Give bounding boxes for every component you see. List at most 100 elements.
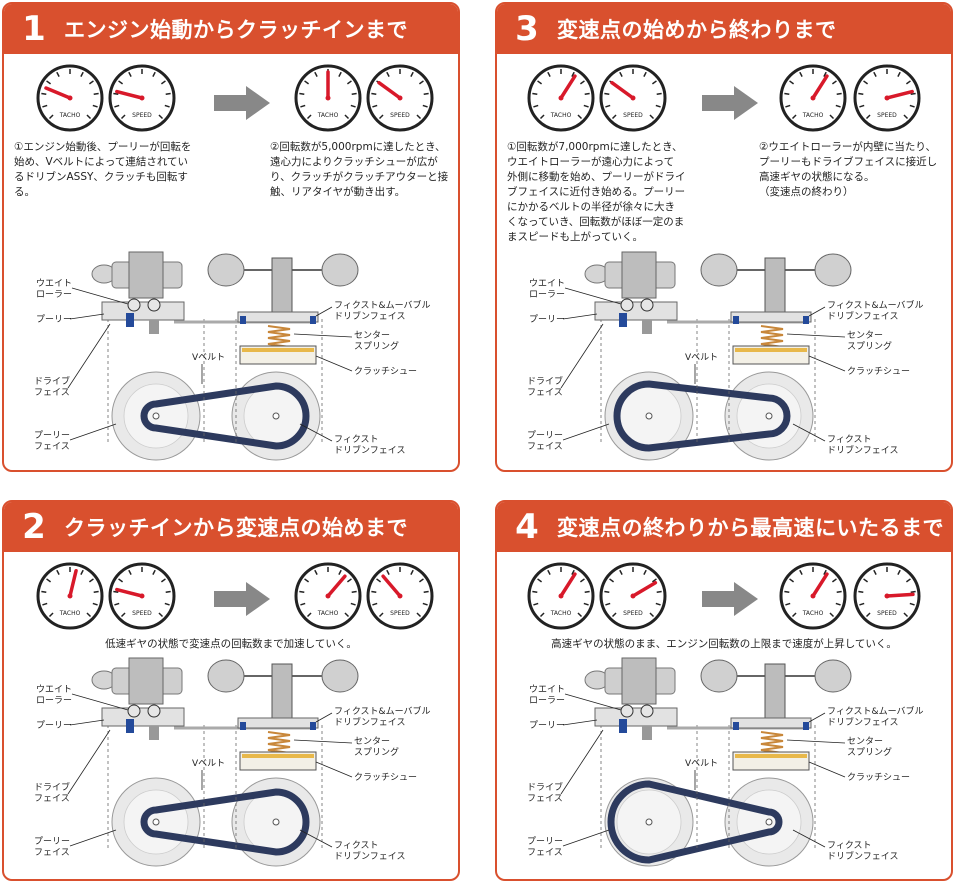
gauge-tick [344, 114, 350, 120]
gauge-tick [863, 80, 869, 85]
gauge-tick [829, 612, 835, 618]
gauge-tick [831, 578, 837, 583]
gauge-hub [884, 95, 890, 101]
gauge-tick [584, 92, 590, 95]
gauge-hub [397, 593, 403, 599]
label-pulley: プーリー [36, 314, 72, 325]
leader-line [786, 333, 846, 338]
gauge-tick [785, 602, 791, 606]
driven-face-plate [730, 311, 812, 323]
gauge-label: SPEED [623, 610, 643, 617]
panel-number: 2 [22, 507, 46, 547]
gauge-tick [314, 71, 318, 77]
panel-header: 1 エンジン始動からクラッチインまで [4, 4, 458, 54]
gauge-tick [539, 612, 545, 618]
gauge-tick [86, 612, 92, 618]
gauge-tick [300, 104, 306, 108]
gauge-tick [909, 602, 915, 606]
rear-hub-right [321, 253, 359, 287]
gauge-tick [92, 602, 98, 606]
drive-shaft [642, 320, 652, 334]
drive-face-plate [594, 301, 678, 321]
disc-hub [645, 412, 653, 420]
gauge-tick [611, 114, 617, 120]
tacho-gauge-after: TACHO [294, 64, 362, 132]
rear-hub-left [207, 253, 245, 287]
gauge-tick [836, 590, 842, 593]
gauge-tick [350, 104, 356, 108]
rear-hub-right [321, 659, 359, 693]
label-weight-roller: ウエイトローラー [529, 278, 565, 300]
gauge-tick [611, 612, 617, 618]
tacho-gauge-after: TACHO [294, 562, 362, 630]
gauge-needle [811, 74, 829, 100]
gauge-tick [547, 71, 551, 77]
gauge-hub [558, 593, 564, 599]
gauge-tick [836, 92, 842, 95]
right-arrow-icon [702, 582, 758, 616]
gauge-tick [865, 114, 871, 120]
label-weight-roller: ウエイトローラー [36, 278, 72, 300]
gauge-tick [579, 80, 585, 85]
driven-seal [733, 722, 739, 730]
gauge-tick [643, 71, 647, 77]
gauge-tick [423, 92, 429, 95]
gauge-tick [905, 578, 911, 583]
label-pulley-face: プーリーフェイス [527, 836, 563, 858]
weight-roller [620, 704, 634, 718]
gauge-tick [128, 71, 132, 77]
label-fixed-movable-driven-face: フィクスト&ムーバブルドリブンフェイス [334, 299, 430, 322]
panel-number: 3 [515, 9, 539, 49]
gauge-tick [351, 590, 357, 593]
gauge-tick [128, 569, 132, 575]
gauge-tick [410, 71, 414, 77]
gauge-tick [649, 114, 655, 120]
label-fixed-driven-face: フィクストドリブンフェイス [827, 434, 898, 456]
leader-line [562, 719, 598, 726]
gauge-tick [372, 602, 378, 606]
leader-line [792, 829, 826, 848]
clutch-lining [242, 348, 314, 352]
gauge-label: TACHO [59, 112, 81, 119]
gauge-tick [651, 80, 657, 85]
gauge-tick [160, 578, 166, 583]
leader-line [69, 423, 117, 441]
gauge-tick [835, 602, 841, 606]
gauge-tick [304, 578, 310, 583]
label-pulley: プーリー [529, 314, 565, 325]
driven-shaft [271, 257, 293, 315]
label-weight-roller: ウエイトローラー [529, 684, 565, 706]
v-belt [140, 788, 310, 856]
gauge-tick [571, 569, 575, 575]
label-center-spring: センタースプリング [354, 736, 399, 758]
driven-shaft [764, 663, 786, 721]
panel-number: 1 [22, 9, 46, 49]
gauge-tick [338, 71, 342, 77]
panel-3: 3 変速点の始めから終わりまで TACHO SPEED TACHO SPEED … [495, 2, 953, 472]
cvt-mechanism-diagram: ウエイトローラープーリードライブフェイスプーリーフェイスVベルトフィクスト&ムー… [527, 251, 923, 461]
gauge-tick [376, 578, 382, 583]
gauge-needle [377, 80, 402, 100]
gauge-needle [559, 74, 577, 100]
gauge-tick [118, 80, 124, 85]
label-v-belt: Vベルト [192, 353, 225, 363]
label-drive-face: ドライブフェイス [34, 375, 70, 398]
gauge-tick [897, 569, 901, 575]
gauge-tick [48, 612, 54, 618]
gauge-tick [346, 578, 352, 583]
gauge-tick [92, 104, 98, 108]
drive-seal [126, 719, 134, 733]
v-belt [613, 380, 791, 452]
gauge-tick [799, 71, 803, 77]
gauge-needle [885, 592, 915, 598]
weight-roller [147, 704, 161, 718]
gauge-tick [583, 104, 589, 108]
gauge-tick [416, 114, 422, 120]
right-arrow-icon [702, 86, 758, 120]
gauge-hub [810, 95, 816, 101]
label-pulley-face: プーリーフェイス [34, 836, 70, 858]
weight-roller [127, 298, 141, 312]
gauge-tick [160, 80, 166, 85]
speed-gauge-after: SPEED [366, 562, 434, 630]
gauge-tick [609, 578, 615, 583]
